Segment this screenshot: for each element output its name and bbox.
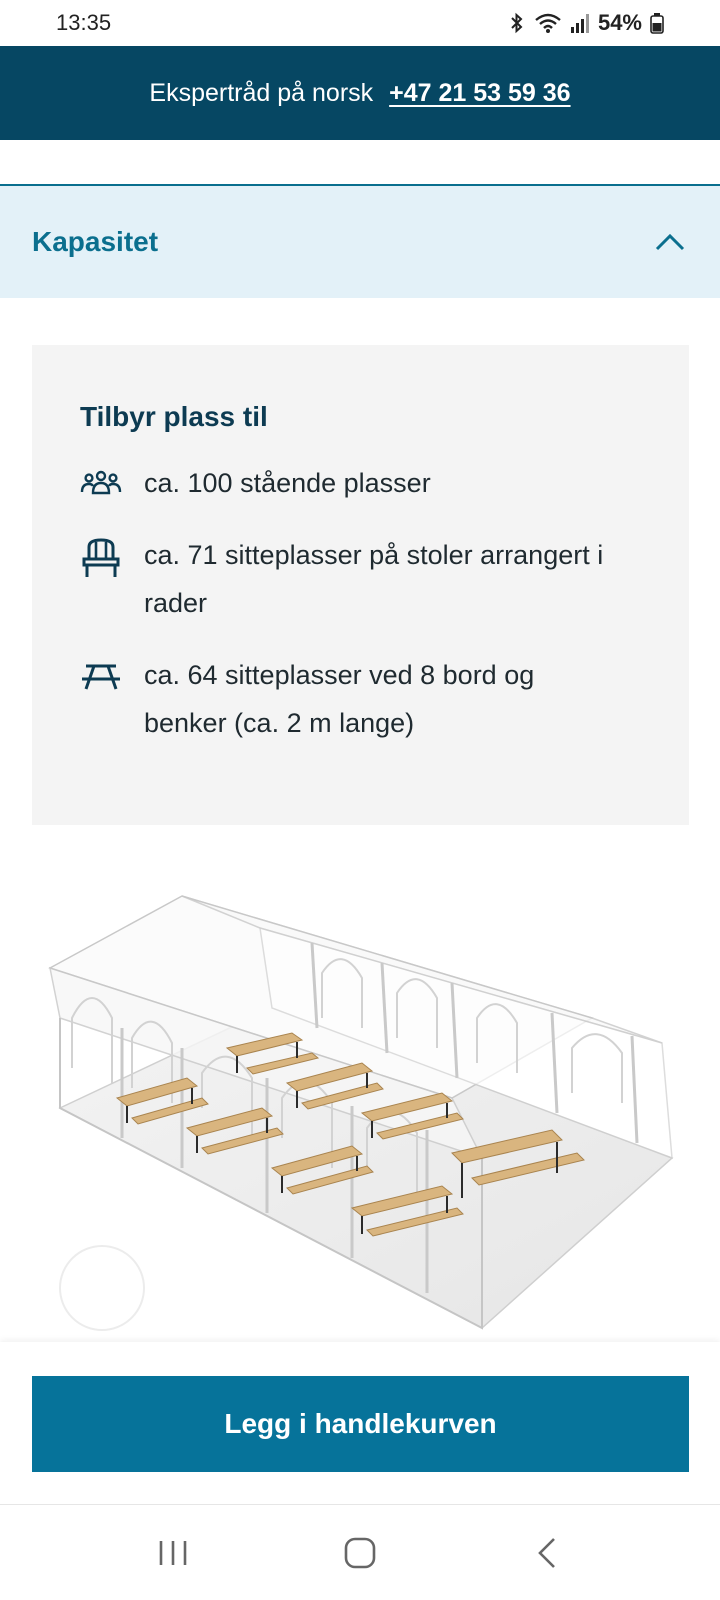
tent-illustration	[32, 868, 720, 1346]
back-button[interactable]	[507, 1523, 587, 1583]
back-icon	[537, 1537, 555, 1568]
capacity-text-chairs: ca. 71 sitteplasser på stoler arrangert …	[144, 540, 604, 618]
capacity-item-standing: ca. 100 stående plasser	[80, 463, 641, 507]
expert-advice-bar: Ekspertråd på norsk +47 21 53 59 36	[0, 46, 720, 140]
bluetooth-icon	[511, 12, 523, 34]
home-icon	[344, 1537, 376, 1568]
capacity-item-chairs: ca. 71 sitteplasser på stoler arrangert …	[80, 535, 641, 627]
recent-apps-button[interactable]	[133, 1523, 213, 1583]
status-time: 13:35	[56, 10, 112, 35]
status-icons: 54%	[508, 10, 664, 36]
people-group-icon	[80, 470, 122, 495]
signal-icon	[570, 14, 589, 33]
expert-advice-text: Ekspertråd på norsk	[149, 78, 374, 107]
status-bar: 13:35 54%	[0, 0, 720, 46]
phone-link[interactable]: +47 21 53 59 36	[389, 78, 571, 107]
picnic-table-icon	[82, 664, 120, 690]
add-to-cart-button[interactable]: Legg i handlekurven	[32, 1376, 689, 1472]
cart-bar: Legg i handlekurven	[0, 1342, 720, 1504]
wifi-icon	[535, 13, 561, 33]
home-button[interactable]	[320, 1523, 400, 1583]
recent-apps-icon	[160, 1540, 187, 1565]
capacity-text-tables: ca. 64 sitteplasser ved 8 bord og benker…	[144, 660, 535, 738]
chair-icon	[82, 538, 120, 577]
capacity-text-standing: ca. 100 stående plasser	[144, 468, 431, 498]
capacity-panel: Tilbyr plass til ca. 100 stående plasser…	[32, 345, 689, 825]
battery-level: 54%	[597, 10, 642, 35]
capacity-title: Tilbyr plass til	[80, 401, 268, 432]
capacity-accordion-header[interactable]: Kapasitet	[0, 184, 720, 298]
chevron-up-icon[interactable]	[654, 232, 686, 252]
accordion-title: Kapasitet	[32, 226, 159, 257]
capacity-item-tables: ca. 64 sitteplasser ved 8 bord og benker…	[80, 655, 641, 747]
battery-icon	[650, 13, 664, 34]
system-nav-bar	[0, 1504, 720, 1600]
tent-drawing	[48, 895, 674, 1331]
